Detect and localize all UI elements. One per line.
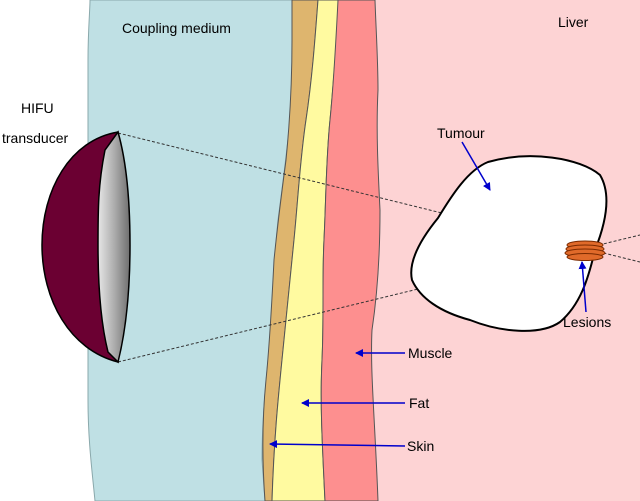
skin-label: Skin: [407, 438, 434, 454]
muscle-label: Muscle: [408, 345, 453, 361]
tumour-arrow: [461, 141, 491, 191]
hifu-label-line2: transducer: [2, 130, 68, 146]
hifu-transducer: [41, 130, 131, 364]
coupling-medium-label: Coupling medium: [122, 20, 231, 36]
skin-arrow: [269, 440, 406, 449]
tumour: [410, 155, 608, 332]
fat-label: Fat: [409, 395, 429, 411]
liver-label: Liver: [558, 14, 589, 30]
lesions-arrow: [578, 261, 587, 313]
tumour-label: Tumour: [437, 125, 485, 141]
lesions-marker: [564, 240, 606, 261]
lesions-label: Lesions: [563, 314, 611, 330]
hifu-label-line1: HIFU: [21, 100, 54, 116]
